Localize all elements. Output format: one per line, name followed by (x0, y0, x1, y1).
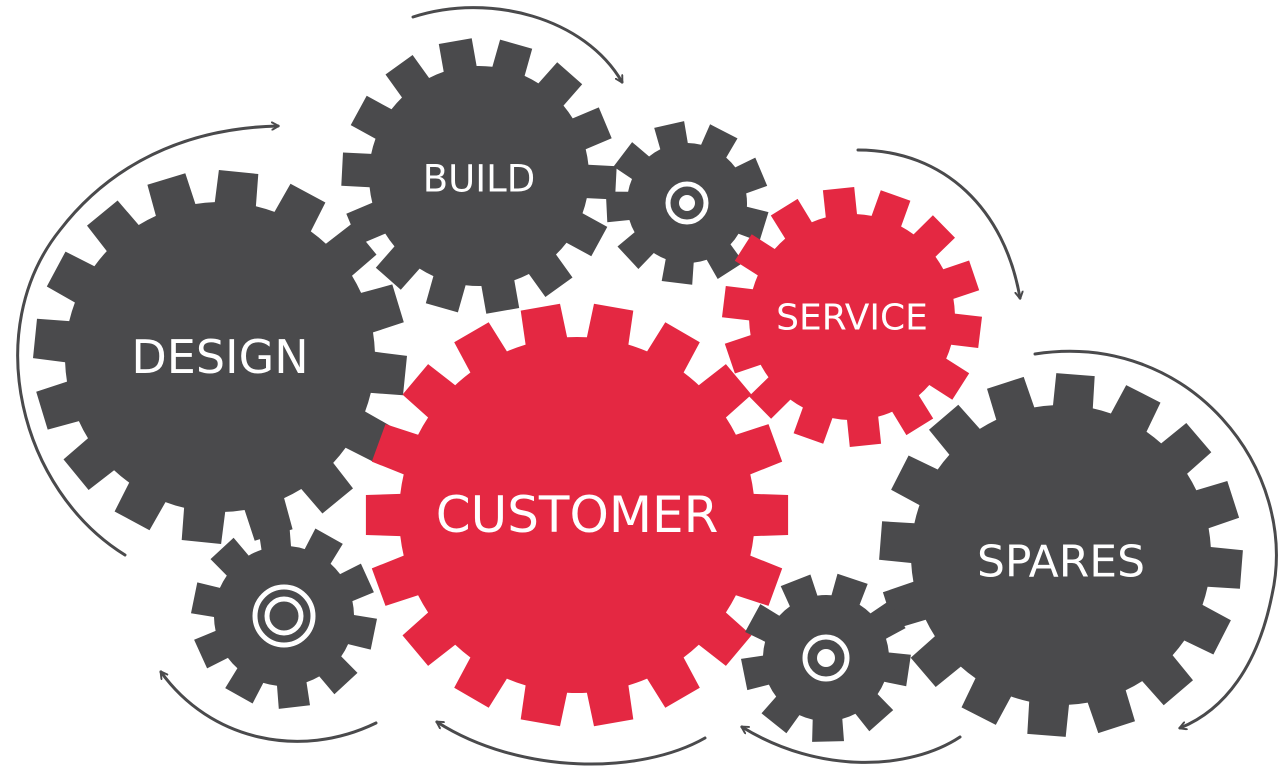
build-gear-icon (341, 38, 617, 314)
gear-small-bottom-left (191, 523, 377, 709)
service-gear-icon (722, 187, 982, 447)
ring-icon (252, 584, 316, 648)
gear-small-top (605, 121, 769, 285)
design-gear-icon (33, 170, 407, 544)
arrows-layer (16, 6, 1278, 766)
gear-service: SERVICE (722, 187, 982, 447)
customer-gear-icon (365, 303, 789, 727)
small-bottom-left-gear-icon (191, 523, 377, 709)
spares-gear-icon (879, 373, 1243, 737)
gears-layer: DESIGN BUILD SERVICE CUSTOMER SPARES (33, 38, 1243, 742)
gear-spares: SPARES (879, 373, 1243, 737)
arrow-spares-down (1033, 349, 1278, 728)
gear-design: DESIGN (33, 170, 407, 544)
arrow-customer-bottom-left (437, 720, 707, 766)
build-label: BUILD (423, 158, 535, 201)
design-label: DESIGN (131, 330, 308, 384)
arrow-bottom-right-left (742, 725, 962, 764)
gear-small-bottom-right (741, 573, 911, 742)
spares-label: SPARES (977, 537, 1145, 588)
arrow-service-to-spares (856, 148, 1020, 298)
customer-label: CUSTOMER (436, 486, 719, 544)
arrow-build-to-small (411, 6, 624, 82)
arrow-bottom-left-up (159, 672, 378, 743)
gear-build: BUILD (341, 38, 617, 314)
gear-customer: CUSTOMER (365, 303, 789, 727)
ring-icon (802, 634, 850, 682)
ring-icon (665, 181, 709, 225)
arrow-design-to-build (16, 126, 278, 557)
service-label: SERVICE (776, 298, 928, 339)
